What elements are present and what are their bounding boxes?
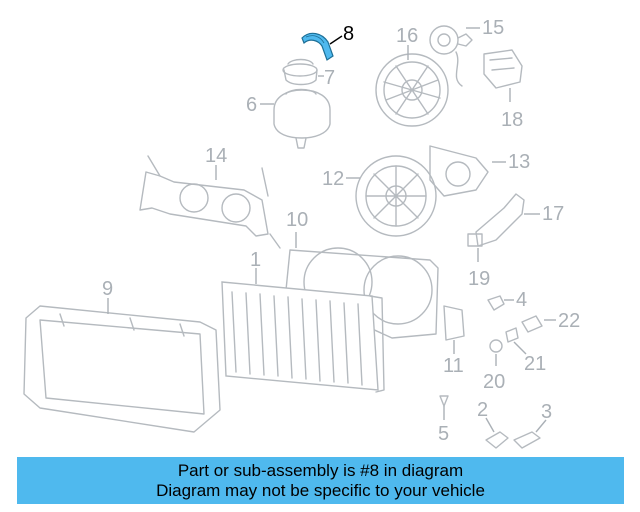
parts-diagram: 8 7 6 16 15 18 bbox=[23, 17, 580, 449]
info-banner: Part or sub-assembly is #8 in diagram Di… bbox=[17, 457, 624, 504]
callout-2: 2 bbox=[477, 399, 488, 421]
callout-9: 9 bbox=[102, 278, 113, 300]
callout-8: 8 bbox=[343, 23, 354, 45]
part-17-bracket bbox=[475, 193, 525, 247]
callout-2-leader bbox=[485, 417, 495, 433]
part-12-fan bbox=[355, 155, 437, 237]
part-15-motor bbox=[429, 25, 473, 87]
part-1-radiator bbox=[221, 281, 385, 393]
part-19-clip bbox=[467, 233, 483, 247]
callout-1: 1 bbox=[250, 249, 261, 271]
callout-15: 15 bbox=[482, 17, 504, 39]
part-14-shroud-frame bbox=[139, 155, 281, 249]
banner-line-1: Part or sub-assembly is #8 in diagram bbox=[177, 461, 464, 480]
callout-21: 21 bbox=[524, 353, 546, 375]
part-4-sensor bbox=[487, 295, 505, 311]
callout-6: 6 bbox=[246, 94, 257, 116]
banner-line-2: Diagram may not be specific to your vehi… bbox=[156, 481, 485, 500]
part-18-bracket bbox=[483, 49, 523, 89]
part-11-mount bbox=[443, 305, 465, 341]
part-22-connector bbox=[521, 315, 543, 333]
callout-10: 10 bbox=[286, 209, 308, 231]
callout-11: 11 bbox=[443, 355, 464, 377]
callout-4: 4 bbox=[516, 289, 527, 311]
callout-18: 18 bbox=[501, 109, 523, 131]
part-13-bracket bbox=[429, 145, 489, 197]
callout-3: 3 bbox=[541, 401, 552, 423]
callout-17: 17 bbox=[542, 203, 564, 225]
callout-16: 16 bbox=[396, 25, 418, 47]
part-7-cap bbox=[282, 58, 318, 86]
callout-22: 22 bbox=[558, 310, 580, 332]
part-21-plug bbox=[505, 327, 519, 343]
callout-5: 5 bbox=[438, 423, 449, 445]
callout-12: 12 bbox=[322, 168, 344, 190]
part-16-fan bbox=[375, 53, 449, 127]
part-9-frame bbox=[23, 305, 221, 433]
part-8-highlighted[interactable] bbox=[301, 32, 334, 61]
callout-7: 7 bbox=[324, 67, 335, 89]
callout-3-leader bbox=[535, 419, 547, 433]
callout-8-leader bbox=[329, 35, 343, 45]
part-5-bolt bbox=[439, 395, 449, 407]
callout-14: 14 bbox=[205, 145, 227, 167]
callout-19: 19 bbox=[468, 268, 490, 290]
callout-21-leader bbox=[513, 341, 527, 355]
part-2-hose bbox=[485, 431, 509, 449]
part-3-hose bbox=[513, 431, 541, 449]
part-20-switch bbox=[489, 339, 503, 353]
callout-13: 13 bbox=[508, 151, 530, 173]
part-6-reservoir bbox=[273, 88, 331, 149]
callout-20: 20 bbox=[483, 371, 505, 393]
